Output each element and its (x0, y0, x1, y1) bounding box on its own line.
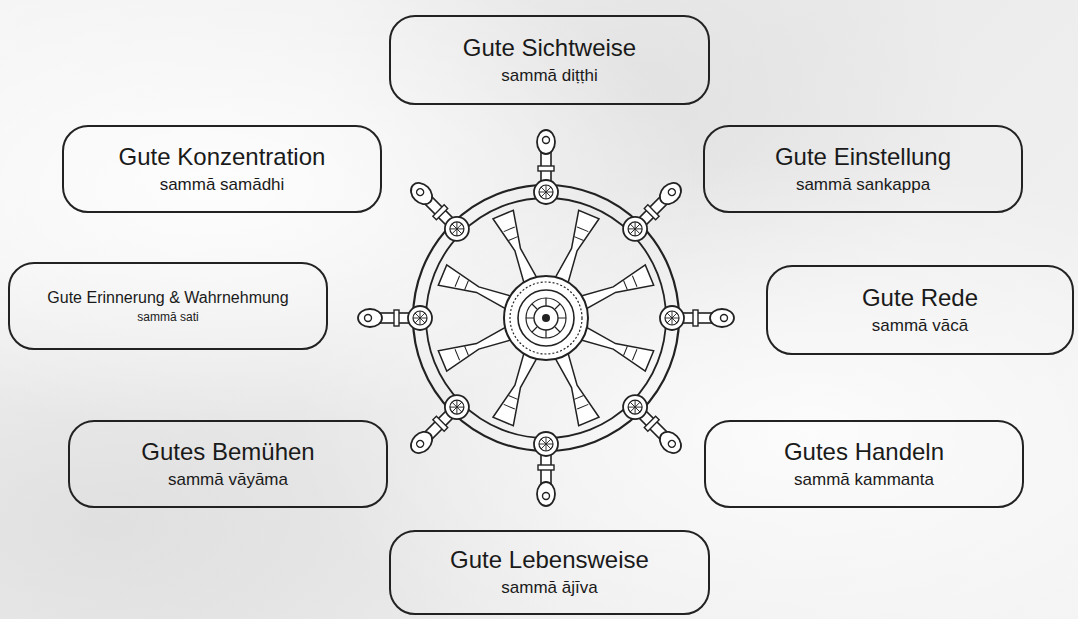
pali-term: sammā sati (137, 310, 198, 324)
wheel-spoke (551, 210, 599, 285)
wheel-handle (534, 432, 558, 506)
wheel-spoke (493, 210, 541, 285)
path-box: Gute Lebensweise sammā ājīva (389, 530, 710, 615)
pali-term: sammā vācā (872, 316, 968, 336)
pali-term: sammā kammanta (794, 470, 934, 490)
german-term: Gute Erinnerung & Wahrnehmung (47, 288, 288, 307)
wheel-handle (534, 130, 558, 204)
path-box: Gute Sichtweise sammā diṭṭhi (389, 15, 710, 105)
pali-term: sammā vāyāma (168, 470, 288, 490)
wheel-handle (405, 177, 474, 246)
path-box: Gutes Bemühen sammā vāyāma (68, 420, 388, 508)
german-term: Gute Lebensweise (450, 546, 649, 575)
path-box: Gute Rede sammā vācā (766, 265, 1074, 355)
wheel-handle (405, 390, 474, 459)
pali-term: sammā ājīva (501, 578, 597, 598)
wheel-spoke (438, 265, 513, 313)
wheel-handle (358, 306, 432, 330)
path-box: Gute Einstellung sammā sankappa (703, 125, 1023, 213)
wheel-handle (618, 177, 687, 246)
wheel-handle (618, 390, 687, 459)
wheel-hub (504, 276, 588, 360)
wheel-handle (660, 306, 734, 330)
pali-term: sammā sankappa (796, 175, 930, 195)
path-box: Gute Erinnerung & Wahrnehmung sammā sati (8, 262, 328, 350)
german-term: Gute Rede (862, 284, 978, 313)
wheel-spoke (579, 265, 654, 313)
german-term: Gute Sichtweise (463, 34, 636, 63)
german-term: Gute Einstellung (775, 143, 951, 172)
wheel-spoke (493, 351, 541, 426)
german-term: Gute Konzentration (119, 143, 326, 172)
path-box: Gute Konzentration sammā samādhi (62, 125, 382, 213)
german-term: Gutes Bemühen (141, 438, 314, 467)
wheel-spoke (579, 323, 654, 371)
pali-term: sammā samādhi (160, 175, 285, 195)
path-box: Gutes Handeln sammā kammanta (704, 420, 1024, 508)
wheel-spoke (551, 351, 599, 426)
german-term: Gutes Handeln (784, 438, 944, 467)
wheel-spoke (438, 323, 513, 371)
pali-term: sammā diṭṭhi (501, 66, 597, 86)
